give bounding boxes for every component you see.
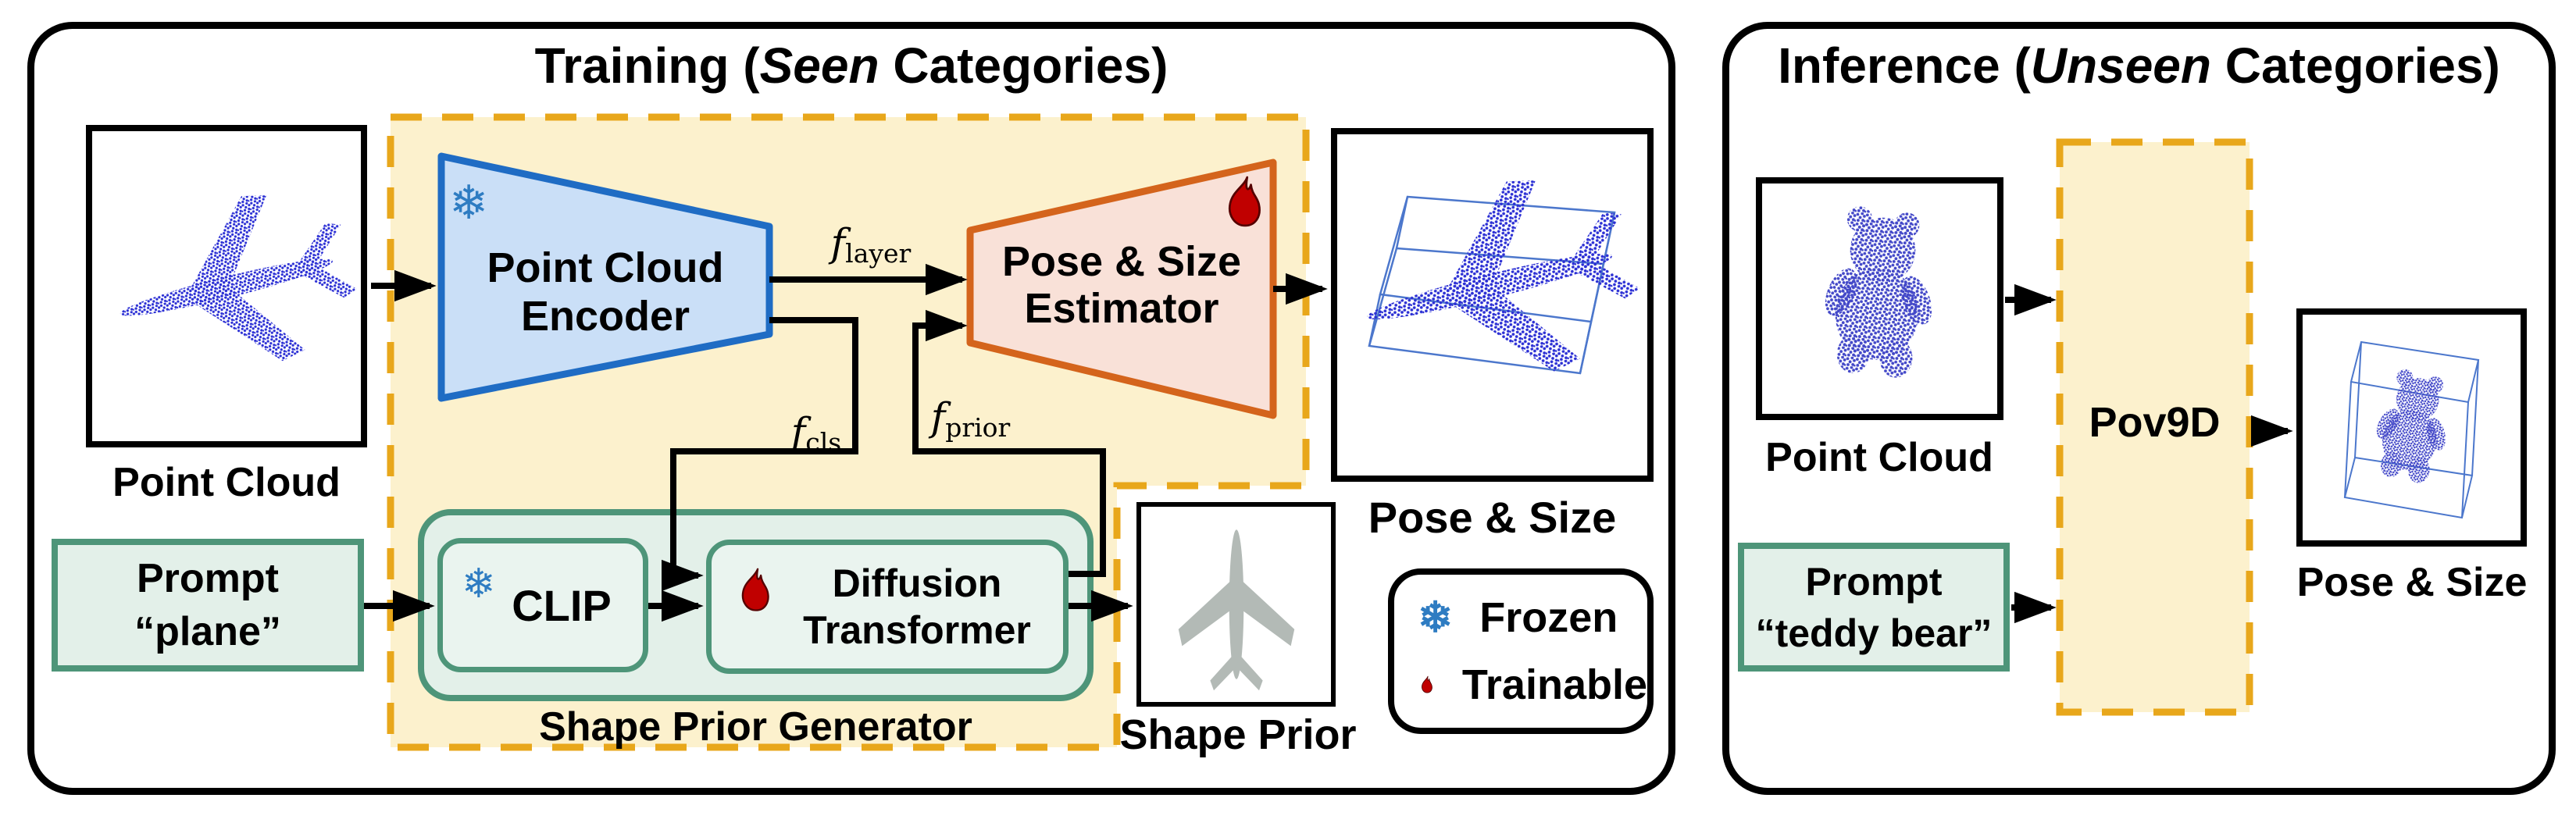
snowflake-icon: ❄ [1418,594,1454,641]
inference-pose-size-image [2296,308,2527,547]
training-title-post: Categories) [879,37,1168,94]
legend-frozen-row: ❄ Frozen [1418,593,1647,642]
estimator-label-line2: Estimator [1024,285,1219,332]
training-pose-size-image [1331,128,1655,482]
clip-label: CLIP [512,580,612,630]
f-prior-base: f [930,394,946,440]
plane-point-cloud [99,174,370,397]
diffusion-transformer-label: Diffusion Transformer [712,545,1063,668]
legend-trainable-row: Trainable [1418,661,1647,709]
f-cls-sub: cls [805,427,842,458]
diffusion-transformer-box: Diffusion Transformer [706,540,1069,674]
legend-box: ❄ Frozen Trainable [1388,568,1654,734]
clip-box: ❄ CLIP [437,538,648,672]
inference-prompt-line2: “teddy bear” [1755,611,1993,655]
inference-prompt-box: Prompt “teddy bear” [1738,543,2010,672]
inference-output-label: Pose & Size [2296,560,2528,605]
teddy-point-cloud [1814,204,1946,380]
pov9d-label: Pov9D [2089,399,2221,446]
encoder-label: Point Cloud Encoder [441,244,769,340]
inference-title-post: Categories) [2210,37,2500,94]
training-point-cloud-image [86,125,370,447]
inference-title-unseen: Unseen [2030,37,2211,94]
pov9d-dashed-box [2056,138,2253,716]
inference-point-cloud-image [1756,177,2003,420]
inference-title-pre: Inference ( [1778,37,2031,94]
teddy-in-3d-bounding-box [2343,340,2480,519]
training-title: Training (Seen Categories) [27,37,1675,94]
flame-icon [1422,675,1432,693]
legend-trainable-label: Trainable [1461,661,1647,708]
training-title-pre: Training ( [534,37,760,94]
shape-prior-label: Shape Prior [1119,711,1357,758]
legend-frozen-label: Frozen [1479,594,1618,641]
f-cls-base: f [790,409,806,454]
encoder-label-line1: Point Cloud [487,244,724,291]
f-layer-base: f [830,220,846,265]
estimator-label-line1: Pose & Size [1001,238,1242,285]
training-output-label: Pose & Size [1368,493,1617,542]
inference-title: Inference (Unseen Categories) [1722,37,2556,94]
f-layer-sub: layer [845,238,912,269]
inference-prompt-line1: Prompt [1805,559,1943,604]
dit-label-line2: Transformer [803,608,1031,652]
inference-panel [1722,22,2556,795]
training-title-seen: Seen [759,37,879,94]
training-input-label: Point Cloud [112,460,341,505]
training-prompt-line2: “plane” [134,609,281,654]
dit-label-line1: Diffusion [832,561,1002,605]
inference-input-label: Point Cloud [1765,435,1993,480]
shape-prior-image [1136,502,1336,707]
f-prior-sub: prior [945,412,1011,443]
snowflake-icon: ❄ [449,176,489,229]
training-prompt-line1: Prompt [137,556,279,601]
snowflake-icon: ❄ [462,561,496,607]
estimator-label: Pose & Size Estimator [970,238,1273,332]
flame-icon [1228,176,1261,227]
gray-airplane-rendering [1178,529,1295,691]
training-panel [27,22,1675,795]
shape-prior-generator-label: Shape Prior Generator [539,704,972,750]
training-prompt-box: Prompt “plane” [52,539,364,672]
encoder-label-line2: Encoder [520,293,690,340]
plane-in-3d-bounding-box [1343,156,1655,412]
